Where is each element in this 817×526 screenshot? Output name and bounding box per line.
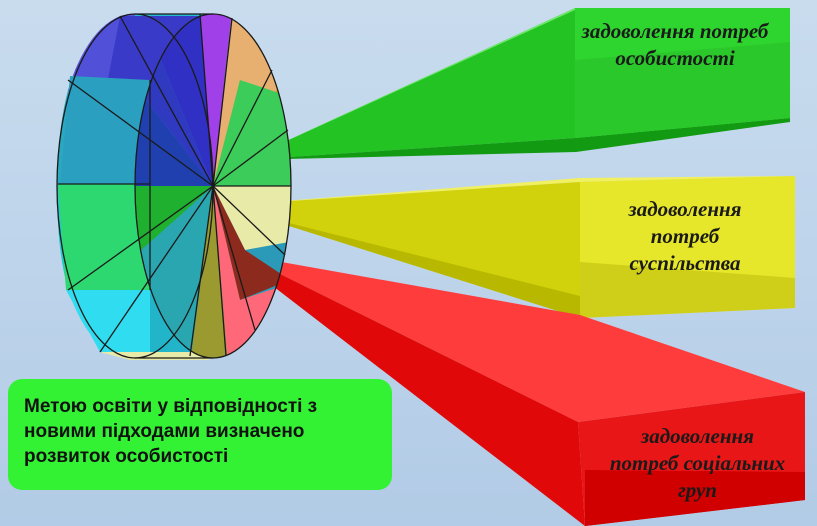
beam-green-end-shade (575, 42, 790, 138)
note-line-1: Метою освіти у відповідності з (24, 396, 318, 417)
beam-yellow-label: задоволення потреб суспільства (590, 196, 780, 277)
wheel-front-face (135, 14, 291, 358)
beam-red-label-line-1: задоволення (641, 424, 754, 448)
beam-red-label-line-3: груп (678, 478, 717, 502)
beam-red-end-shade (585, 470, 805, 526)
wheel (56, 13, 292, 360)
band-panel-2 (75, 16, 120, 120)
band-panel-7 (66, 290, 150, 352)
beam-yellow-label-line-3: суспільства (629, 251, 741, 275)
segment-2 (200, 14, 232, 186)
beam-yellow-label-line-2: потреб (650, 224, 720, 248)
segment-11 (135, 186, 213, 260)
beam-red (242, 255, 805, 526)
beam-yellow-end-shade (580, 262, 795, 318)
beam-green-underside (245, 118, 790, 160)
segment-6 (213, 186, 291, 250)
segment-7 (213, 186, 290, 300)
beam-green-label-line-2: особистості (615, 46, 735, 70)
note-line-2: новими підходами визначено (24, 421, 305, 442)
beam-green-label-line-1: задоволення потреб (581, 19, 769, 43)
note-line-3: розвиток особистості (24, 446, 229, 467)
band-panel-5 (58, 184, 150, 290)
band-panel-3 (60, 76, 150, 184)
beam-green-top (245, 8, 575, 160)
education-goal-note: Метою освіти у відповідності з новими пі… (8, 379, 392, 490)
beam-green (245, 8, 790, 160)
beam-red-body (242, 255, 585, 526)
beam-red-top (242, 255, 805, 422)
beam-yellow-label-line-1: задоволення (628, 197, 742, 221)
beam-red-label-line-2: потреб соціальних (609, 451, 786, 475)
beam-yellow-underside (245, 212, 580, 318)
beam-green-label: задоволення потреб особистості (560, 18, 790, 72)
beam-yellow (245, 176, 795, 318)
segment-5 (213, 80, 291, 186)
segment-9 (190, 186, 228, 358)
beam-red-label: задоволення потреб соціальних груп (585, 423, 810, 504)
wheel-outline (56, 13, 292, 359)
